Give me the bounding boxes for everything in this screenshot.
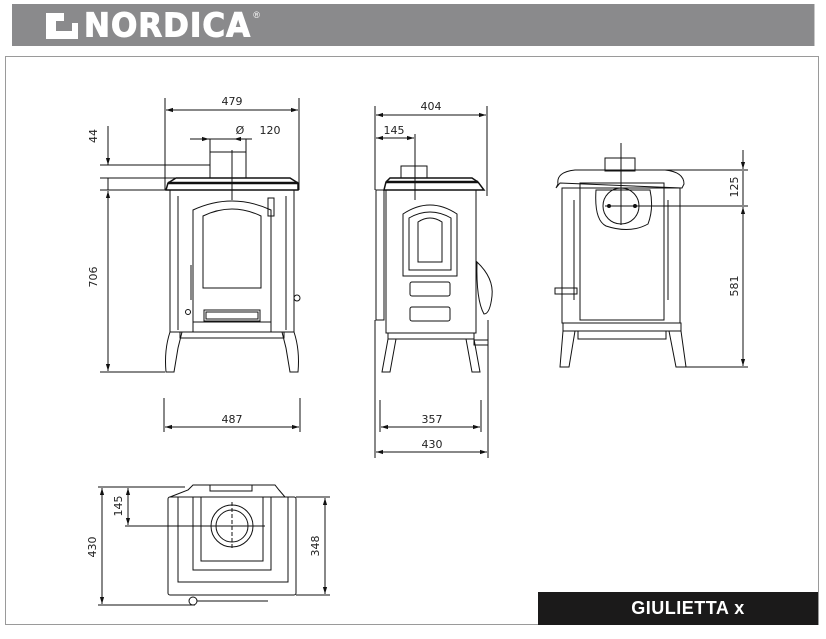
dim-flue-diameter: 120	[260, 124, 281, 137]
top-view	[98, 484, 330, 606]
dim-front-total-height: 706	[87, 267, 100, 288]
brand-name: NORDICA	[83, 7, 252, 45]
dim-side-leg-depth: 357	[422, 413, 443, 426]
dim-side-total-depth: 430	[422, 438, 443, 451]
dim-front-top-width: 479	[222, 95, 243, 108]
dim-front-base-width: 487	[222, 413, 243, 426]
nordica-logo: NORDICA ®	[44, 7, 260, 45]
rear-view	[554, 143, 748, 368]
model-title-box: GIULIETTA x	[538, 592, 818, 625]
side-view	[374, 106, 493, 458]
dim-top-total-depth: 430	[86, 537, 99, 558]
dim-rear-flue-height: 581	[728, 276, 741, 297]
dim-top-flue-offset: 145	[112, 496, 125, 517]
drawing-frame	[5, 56, 819, 625]
dim-flue-collar-height: 44	[87, 129, 100, 143]
registered-mark: ®	[253, 10, 260, 20]
dim-side-top-depth: 404	[421, 100, 442, 113]
dim-diameter-symbol: Ø	[236, 124, 245, 137]
nordica-logo-icon	[46, 13, 78, 39]
dim-side-flue-offset: 145	[384, 124, 405, 137]
dim-rear-flue-from-top: 125	[728, 177, 741, 198]
header-bar: NORDICA ®	[12, 4, 815, 46]
dim-top-body-depth: 348	[309, 536, 322, 557]
model-name: GIULIETTA x	[631, 598, 745, 618]
front-view	[100, 98, 301, 432]
